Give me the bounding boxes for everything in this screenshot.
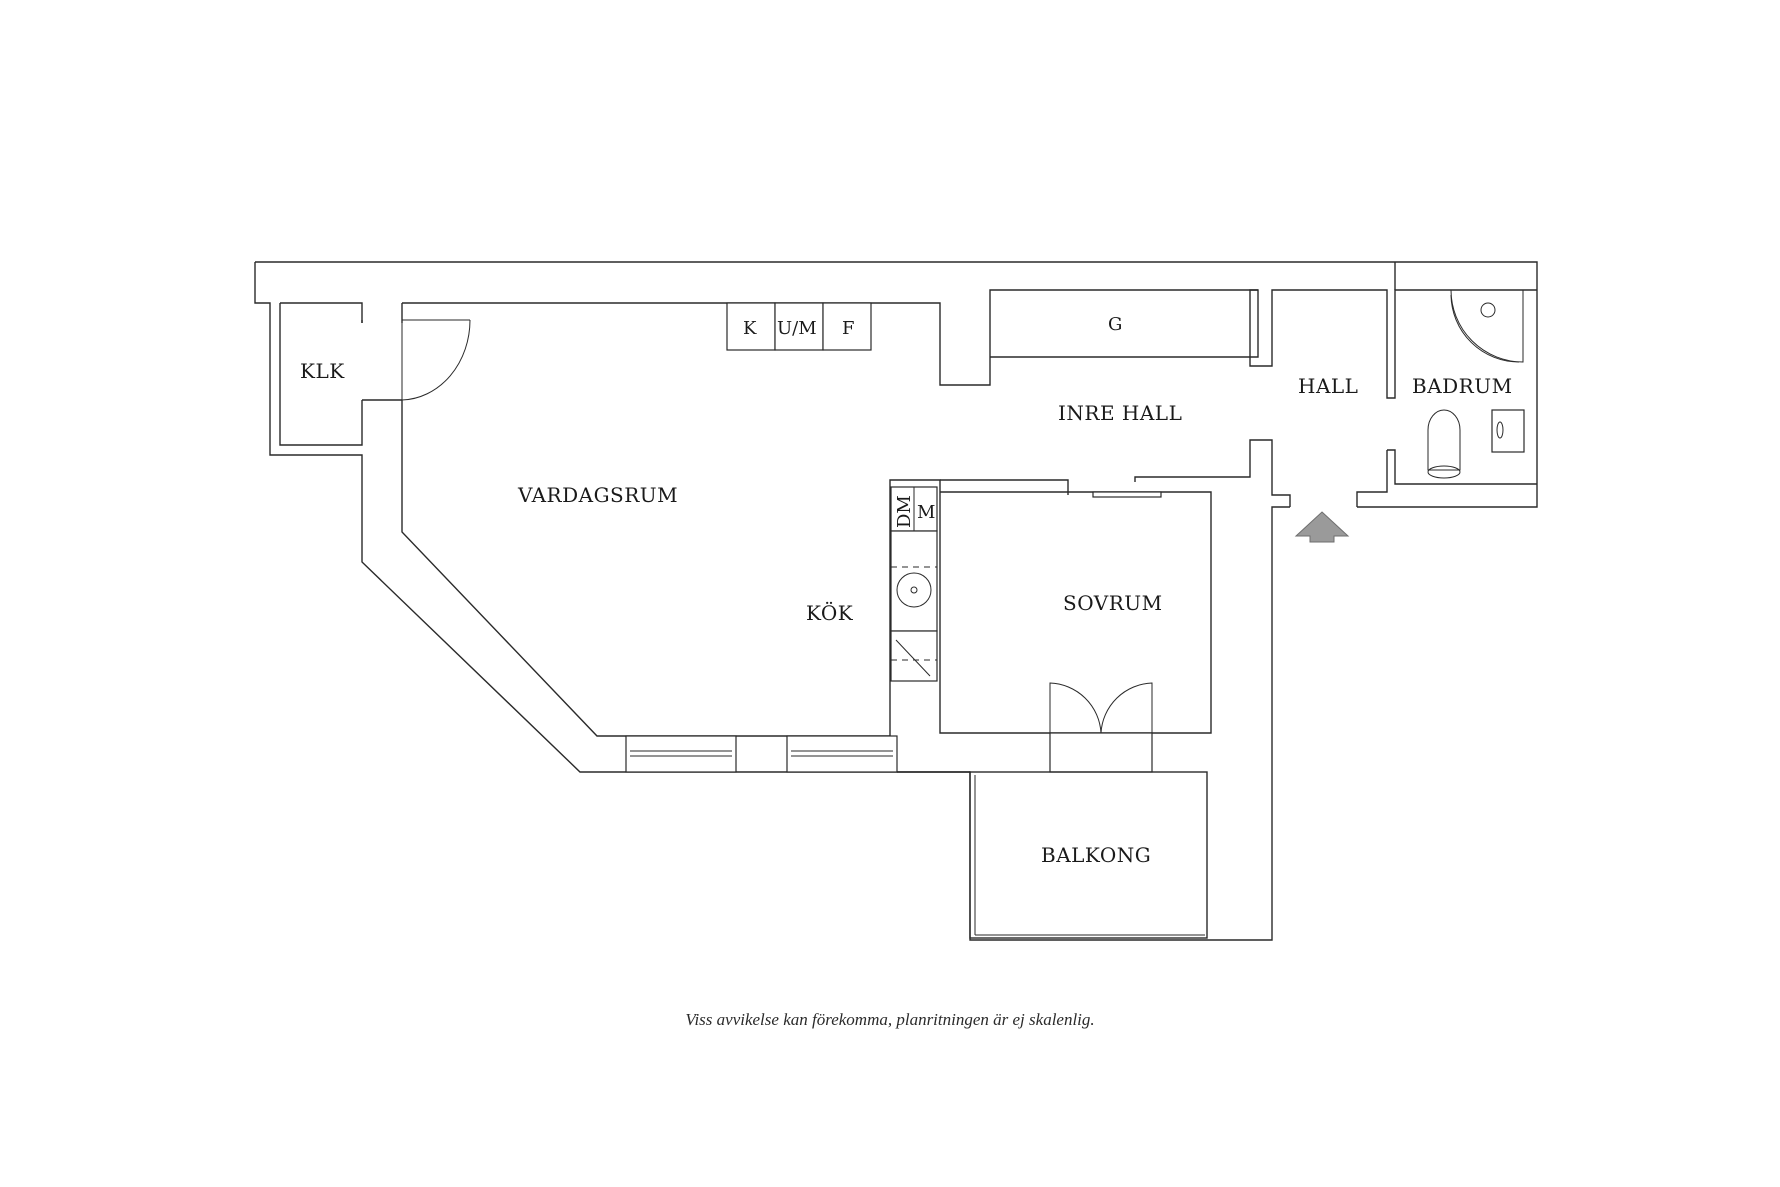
- kitchen-side-fixtures: [890, 486, 938, 682]
- balcony-door: [1049, 682, 1153, 773]
- bathroom-fixtures: [1427, 289, 1525, 479]
- outer-walls: [254, 261, 1538, 941]
- inner-walls: [279, 262, 1537, 737]
- disclaimer-note: Viss avvikelse kan förekomma, planritnin…: [685, 1010, 1095, 1029]
- fixture-label-m: M: [917, 502, 935, 523]
- sovrum-sliding-door: [1092, 491, 1162, 498]
- kitchen-top-fixtures: [726, 302, 872, 351]
- room-label-balkong: BALKONG: [1041, 843, 1151, 867]
- fixture-label-f: F: [842, 318, 855, 339]
- room-label-vardagsrum: VARDAGSRUM: [517, 483, 678, 507]
- room-label-klk: KLK: [300, 359, 345, 383]
- living-room-windows: [625, 735, 898, 773]
- fixture-label-dm: DM: [894, 495, 915, 528]
- entrance-arrow: [1294, 511, 1350, 543]
- room-label-inre-hall: INRE HALL: [1058, 401, 1182, 425]
- fixture-label-um: U/M: [777, 318, 817, 339]
- room-label-sovrum: SOVRUM: [1063, 591, 1163, 615]
- fixture-label-k: K: [743, 318, 757, 339]
- room-label-hall: HALL: [1298, 374, 1358, 398]
- balcony-outline: [969, 771, 1208, 939]
- room-label-kok: KÖK: [806, 600, 854, 625]
- klk-door: [401, 319, 471, 401]
- fixture-label-g: G: [1108, 314, 1122, 335]
- room-label-badrum: BADRUM: [1412, 374, 1513, 398]
